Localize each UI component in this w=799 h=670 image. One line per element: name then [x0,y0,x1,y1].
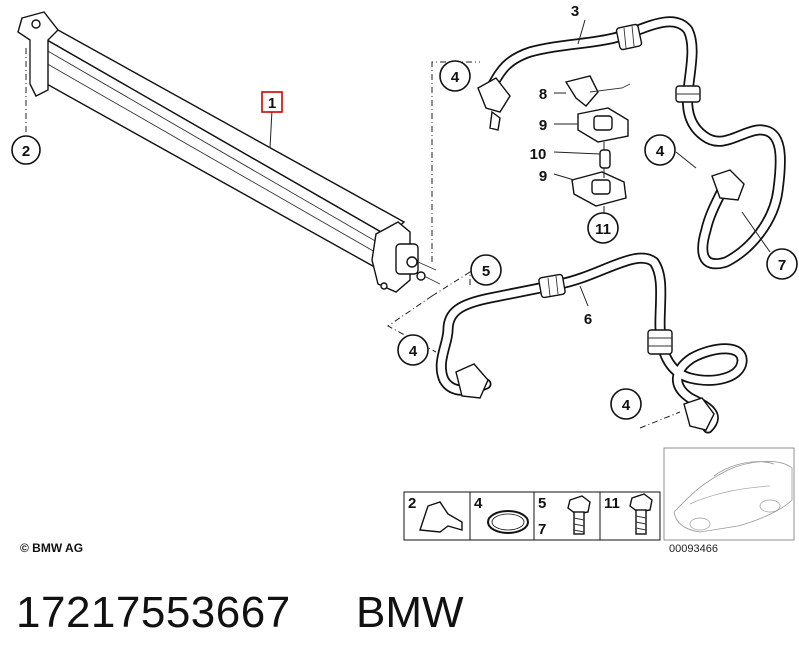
svg-text:9: 9 [539,168,547,185]
callout-9-lower: 9 [539,168,547,185]
svg-text:8: 8 [539,86,547,103]
callout-5: 5 [470,254,502,286]
svg-text:9: 9 [539,117,547,134]
bolt-flanged-icon [629,493,653,535]
legend-label-11: 11 [604,495,620,512]
callout-11: 11 [587,212,619,244]
svg-text:4: 4 [451,69,460,86]
callout-8: 8 [539,86,547,103]
svg-text:4: 4 [656,143,665,160]
assembly-line-upper [431,61,480,262]
vehicle-thumbnail [663,447,795,541]
hose-upper [477,16,786,270]
brand-name: BMW [356,588,464,637]
clip-icon [419,501,463,533]
svg-text:6: 6 [584,311,592,328]
svg-text:2: 2 [22,143,30,160]
hose-lower [435,252,748,434]
parts-diagram: 1 2 3 4 4 4 4 5 6 7 8 9 10 9 [11,3,798,541]
legend-strip: 2 4 5 7 11 [403,491,661,541]
callout-9-upper: 9 [539,117,547,134]
svg-text:4: 4 [409,343,418,360]
callout-7: 7 [766,248,798,280]
svg-text:11: 11 [595,221,611,238]
svg-text:7: 7 [778,257,786,274]
callout-1: 1 [261,91,283,113]
legend-label-5: 5 [538,495,546,512]
legend-label-7: 7 [538,521,546,538]
svg-text:1: 1 [268,95,276,112]
callout-3: 3 [571,3,579,20]
callout-10: 10 [530,146,547,163]
legend-label-2: 2 [408,495,416,512]
svg-text:10: 10 [530,146,547,163]
diagram-reference-number: 00093466 [669,543,718,555]
leader-lines [269,19,771,307]
callout-2: 2 [11,135,41,165]
copyright-notice: © BMW AG [20,541,84,555]
callout-6: 6 [584,311,592,328]
legend-label-4: 4 [474,495,483,512]
part-number: 17217553667 [16,588,291,637]
mounting-parts [564,75,631,214]
callout-4-lower-left: 4 [397,334,429,366]
oil-cooler [17,11,441,293]
bolt-icon [567,495,591,535]
svg-text:3: 3 [571,3,579,20]
assembly-line-lower [387,271,471,353]
callout-4-lower-right: 4 [610,388,642,420]
callout-4-upper-right: 4 [644,134,676,166]
assembly-line-right [639,411,681,429]
svg-text:4: 4 [622,397,631,414]
o-ring-icon [487,510,529,534]
callout-4-upper-left: 4 [439,60,471,92]
svg-text:5: 5 [482,263,490,280]
